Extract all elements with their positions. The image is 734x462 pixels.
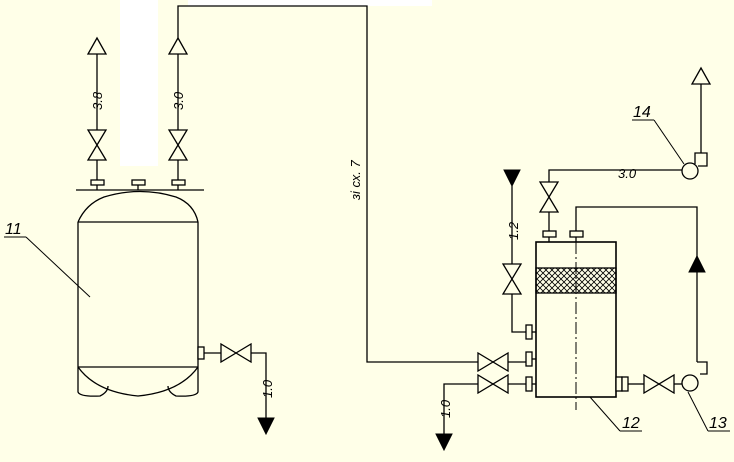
tag-14-label: 14 <box>633 104 651 121</box>
tag-12-label: 12 <box>622 415 640 432</box>
tag-11-label: 11 <box>5 221 22 238</box>
column-feed-line <box>477 351 526 373</box>
valve-icon <box>86 129 108 161</box>
arrow-up-icon <box>86 36 108 55</box>
tag-13 <box>687 391 730 432</box>
arrow-down-icon <box>503 169 521 188</box>
line-3-0-tank11 <box>167 5 478 363</box>
valve-icon <box>220 342 252 364</box>
line-label-3-8: 3.8 <box>90 91 105 110</box>
tag-13-label: 13 <box>709 415 727 432</box>
vent-line-left <box>86 36 108 180</box>
tag-12 <box>589 396 642 432</box>
valve-icon <box>643 373 675 395</box>
valve-icon <box>477 373 509 395</box>
tank-11-drain <box>197 342 275 436</box>
valve-icon <box>501 263 523 295</box>
drain-label-1-0: 1.0 <box>260 379 275 398</box>
column-side-line <box>501 169 526 333</box>
column-drain-line <box>435 373 526 452</box>
column-12 <box>535 241 617 410</box>
recirculation-line <box>575 206 708 375</box>
pump-13 <box>615 373 699 395</box>
column-12-side-nozzles <box>525 324 536 392</box>
column-12-top-nozzles <box>542 230 584 242</box>
arrow-up-icon <box>167 36 189 55</box>
arrow-up-icon <box>688 254 706 273</box>
arrow-down-icon <box>435 433 453 452</box>
line-label-3-0: 3.0 <box>171 91 186 110</box>
valve-icon <box>477 351 509 373</box>
tag-11 <box>4 236 91 298</box>
arrow-up-icon <box>690 66 712 85</box>
pump-14-line <box>538 169 682 231</box>
pump-14 <box>681 66 712 180</box>
line-label-1-2: 1.2 <box>506 221 521 240</box>
blank-strip-top <box>188 0 432 6</box>
tank-11-top-nozzles <box>90 179 186 190</box>
from-scheme-label: зі сх. 7 <box>348 160 363 201</box>
valve-icon <box>538 181 560 213</box>
arrow-down-icon <box>257 417 275 436</box>
line-label-3-0-pump14: 3.0 <box>618 166 637 181</box>
drain-label-1-0-column: 1.0 <box>438 399 453 418</box>
tag-14 <box>632 119 685 165</box>
valve-icon <box>167 129 189 161</box>
tank-11 <box>76 189 204 397</box>
blank-strip <box>120 0 158 166</box>
